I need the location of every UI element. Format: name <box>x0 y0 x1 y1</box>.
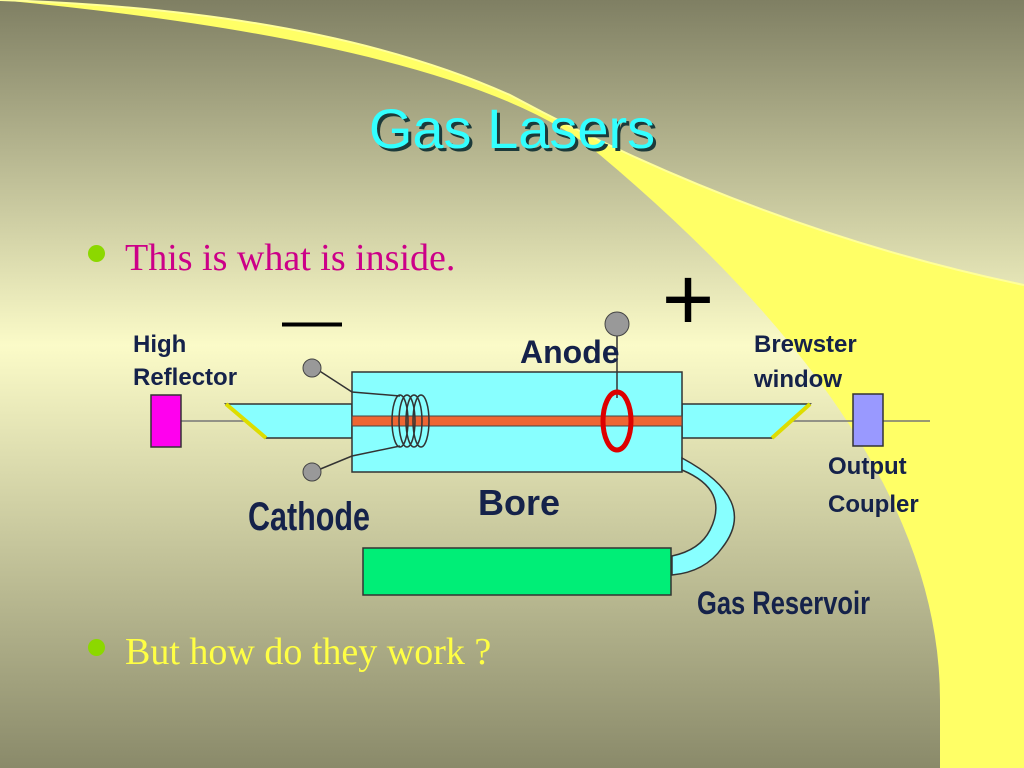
left-brewster-window <box>224 402 268 440</box>
bullet-item-1: This is what is inside. <box>88 236 455 280</box>
cathode-leads <box>317 369 401 471</box>
label-high-reflector-line1: High <box>133 331 186 358</box>
label-cathode: Cathode <box>248 495 370 539</box>
bullet-text-2: But how do they work ? <box>125 631 492 673</box>
label-bore: Bore <box>478 482 560 523</box>
output-coupler-mirror <box>852 393 884 447</box>
gas-hose <box>671 456 736 576</box>
bullet-item-2: But how do they work ? <box>88 630 491 674</box>
cathode-terminal-bottom <box>302 462 322 482</box>
right-brewster-window <box>770 402 812 440</box>
label-brewster-line2: window <box>753 366 842 393</box>
cathode-terminal-top <box>302 358 322 378</box>
high-reflector-mirror <box>150 394 182 448</box>
cathode-coil <box>391 394 430 448</box>
anode-ring <box>600 389 634 453</box>
slide-title: Gas Lasers <box>368 97 656 160</box>
plus-sign: + <box>662 250 715 350</box>
label-output-line1: Output <box>828 453 907 480</box>
bullet-text-1: This is what is inside. <box>125 237 456 279</box>
label-high-reflector-line2: Reflector <box>133 364 237 391</box>
label-gas-reservoir: Gas Reservoir <box>697 585 870 621</box>
label-brewster-line1: Brewster <box>754 331 857 358</box>
bullet-dot-icon <box>88 245 105 262</box>
label-output-line2: Coupler <box>828 491 919 518</box>
anode-terminal <box>604 311 630 337</box>
bore-beam <box>351 415 683 427</box>
bullet-dot-icon <box>88 639 105 656</box>
label-anode: Anode <box>520 334 620 370</box>
minus-sign: — <box>282 286 342 353</box>
gas-reservoir <box>362 547 672 596</box>
